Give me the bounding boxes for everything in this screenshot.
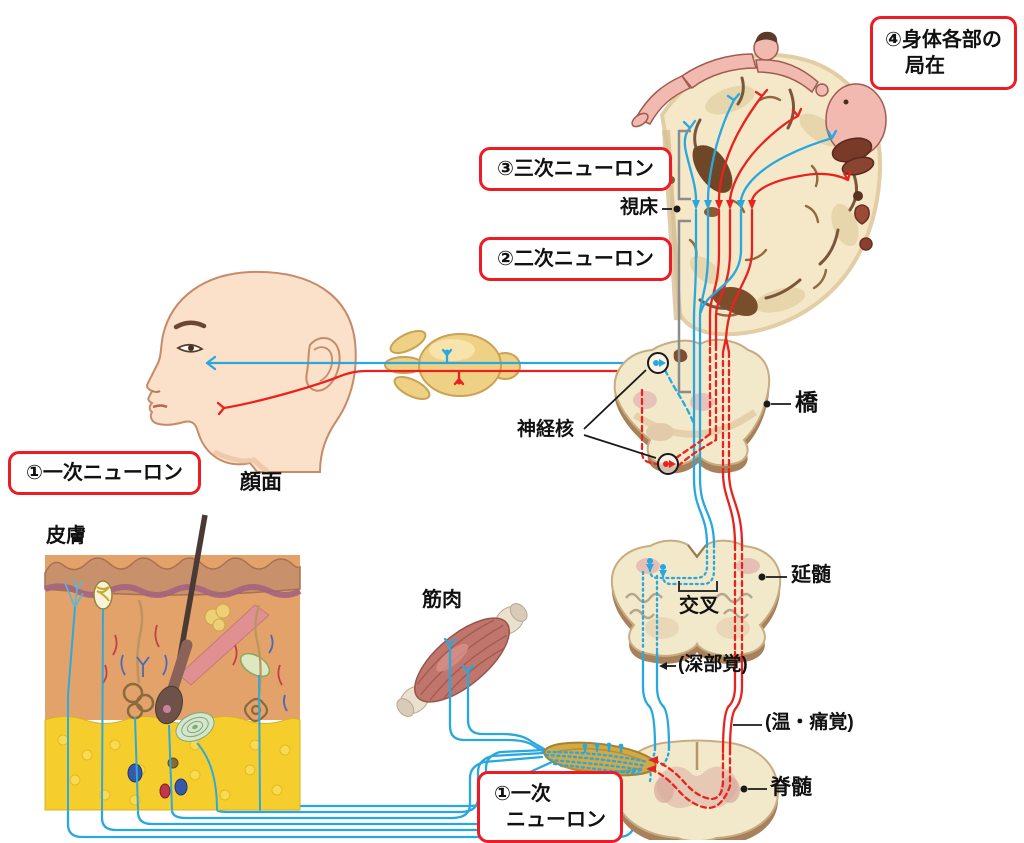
primary-bottom-line1: ①一次 bbox=[494, 783, 551, 805]
muscle-afferent-fibers bbox=[443, 637, 548, 755]
skin-label: 皮膚 bbox=[46, 525, 86, 547]
skin-nerve-fibers bbox=[67, 606, 261, 811]
localization-line1: ④身体各部の bbox=[885, 29, 1002, 51]
deep-sensation-label: (深部覚) bbox=[678, 654, 748, 675]
ventricle-spot bbox=[704, 207, 720, 217]
cord-crossing-fibers bbox=[649, 750, 732, 810]
pons-blush-left bbox=[633, 391, 657, 409]
follicle-bulb bbox=[155, 685, 183, 725]
sweat-gland-left bbox=[122, 599, 155, 720]
primary-neuron-box-bottom: ①一次 ニューロン bbox=[477, 771, 623, 843]
drg-fibers bbox=[544, 750, 652, 783]
localization-box: ④身体各部の 局在 bbox=[870, 16, 1017, 90]
homunculus-hair bbox=[755, 31, 778, 43]
ear-inner bbox=[313, 346, 333, 382]
vein-section-2 bbox=[174, 778, 188, 796]
temperature-pain-label: (温・痛覚) bbox=[765, 712, 854, 733]
arrector-pili-muscle bbox=[178, 604, 270, 686]
nucleus-leaders bbox=[583, 369, 657, 459]
muscle-label: 筋肉 bbox=[422, 589, 462, 611]
free-nerve-endings bbox=[64, 578, 84, 608]
third-order-fibers-blue bbox=[682, 92, 838, 202]
localization-line2: 局在 bbox=[905, 55, 945, 77]
blue-pathway bbox=[641, 343, 716, 768]
nucleus-circles bbox=[647, 352, 679, 475]
deep-sense-arrow bbox=[659, 662, 667, 670]
follicle-papilla bbox=[163, 705, 171, 713]
muscle-illustration bbox=[396, 603, 548, 755]
nerve-nucleus-label: 神経核 bbox=[517, 419, 575, 440]
pons-blush-right bbox=[690, 393, 714, 411]
pacinian-corpuscle bbox=[175, 712, 215, 742]
nostril bbox=[151, 390, 161, 393]
decussation-bracket bbox=[678, 581, 718, 592]
thalamic-synapse-arrows bbox=[692, 200, 756, 210]
fourth-ventricle bbox=[673, 349, 688, 363]
secondary-neuron-box: ②二次ニューロン bbox=[479, 237, 672, 281]
medulla-label: 延髄 bbox=[791, 564, 831, 586]
pons-cheek bbox=[646, 423, 674, 441]
capillaries-red bbox=[102, 624, 283, 686]
artery-section bbox=[159, 783, 171, 799]
eyebrow bbox=[173, 320, 207, 330]
medulla-pyramid-right bbox=[716, 617, 750, 639]
central-canal-notch bbox=[687, 544, 707, 559]
pons-label: 橋 bbox=[795, 389, 818, 415]
face-illustration bbox=[146, 270, 357, 474]
thalamus-relay bbox=[673, 88, 852, 347]
spinal-cord-label: 脊髄 bbox=[770, 776, 812, 799]
facial-afferent-fibers bbox=[205, 348, 648, 416]
decussation-label: 交叉 bbox=[679, 595, 719, 617]
annotations bbox=[583, 129, 791, 793]
homunculus-foot bbox=[631, 112, 649, 128]
medulla-blush-right bbox=[736, 558, 760, 574]
pupil bbox=[188, 345, 194, 351]
sebaceous-gland bbox=[204, 603, 231, 632]
homunculus-figure bbox=[631, 31, 887, 251]
medulla-decussation-fibers bbox=[641, 543, 716, 652]
pons-section bbox=[613, 338, 771, 474]
medulla-pyramid-left bbox=[645, 617, 679, 639]
capillaries-blue bbox=[120, 634, 288, 712]
primary-bottom-line2: ニューロン bbox=[506, 809, 606, 831]
secondary-bracket bbox=[677, 219, 691, 394]
homunculus-hand bbox=[815, 83, 829, 97]
jaw-shadow bbox=[212, 449, 270, 474]
homunculus-arm bbox=[755, 58, 819, 94]
internal-capsule-fibers bbox=[692, 208, 754, 347]
homunculus-lips-lower bbox=[841, 156, 875, 176]
basal-layer-line bbox=[43, 583, 302, 598]
tertiary-neuron-box: ③三次ニューロン bbox=[479, 147, 672, 191]
tertiary-bracket bbox=[677, 129, 691, 201]
primary-neuron-box-left: ①一次ニューロン bbox=[8, 451, 201, 495]
red-pathway bbox=[640, 336, 744, 810]
drg-cell-bodies bbox=[582, 742, 624, 754]
third-order-fibers-red bbox=[717, 88, 852, 202]
ganglion-cell-bodies bbox=[441, 348, 465, 386]
skin-illustration bbox=[43, 514, 302, 811]
face-label: 顔面 bbox=[240, 471, 282, 494]
vein-section bbox=[127, 763, 143, 783]
trigeminal-ganglion bbox=[384, 329, 521, 401]
dorsal-horn-left bbox=[654, 777, 674, 803]
lateral-ventricle bbox=[692, 145, 733, 193]
homunculus-tongue bbox=[854, 204, 870, 225]
lips bbox=[152, 404, 168, 409]
homunculus-eye bbox=[843, 99, 849, 105]
thalamus-label: 視床 bbox=[620, 197, 659, 218]
meissner-coil bbox=[96, 586, 110, 602]
